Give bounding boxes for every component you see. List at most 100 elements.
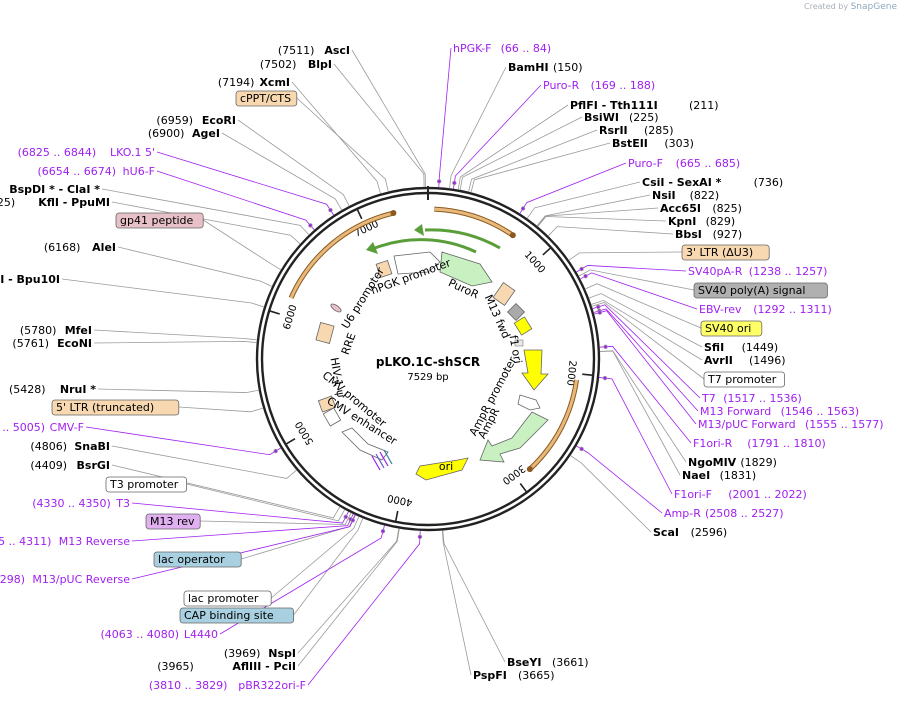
primer-tick-puro-r bbox=[452, 180, 457, 186]
name-pbr322ori-f: pBR322ori-F bbox=[238, 679, 306, 692]
pos-t3: (4330 .. 4350) bbox=[32, 497, 111, 510]
name-nsii: NsiI bbox=[652, 189, 676, 202]
leader-bbsi bbox=[547, 226, 674, 237]
pos-cmv-f: (4985 .. 5005) bbox=[0, 421, 45, 434]
leader-agei bbox=[221, 132, 343, 211]
name-blpi: BlpI bbox=[308, 58, 332, 71]
leader-kpni bbox=[537, 216, 667, 227]
leader-cppt-cts bbox=[296, 97, 389, 192]
ori-arrow bbox=[415, 457, 469, 481]
pos-kpni: (829) bbox=[706, 215, 736, 228]
name-xcmi: XcmI bbox=[259, 76, 290, 89]
name-puro-r: Puro-R bbox=[543, 79, 580, 92]
leader-puro-f bbox=[519, 162, 627, 214]
name-f1ori-f: F1ori-F bbox=[674, 488, 712, 501]
leader-bsiwi bbox=[459, 116, 583, 191]
label-rsrii: RsrII(285) bbox=[599, 124, 674, 137]
label-sv40pa-r: SV40pA-R (1238 .. 1257) bbox=[688, 265, 827, 278]
box-m13-rev bbox=[145, 513, 201, 530]
label-bsiwi: BsiWI(225) bbox=[584, 111, 659, 124]
pos-nspi: (3969) bbox=[224, 647, 261, 660]
pos-ebv-rev: (1292 .. 1311) bbox=[753, 303, 832, 316]
label-hpgk-f: hPGK-F (66 .. 84) bbox=[453, 42, 551, 55]
name-puro-f: Puro-F bbox=[628, 157, 663, 170]
label-lac-promoter: lac promoter bbox=[183, 590, 272, 607]
pos-nrui: (5428) bbox=[9, 383, 46, 396]
pos-hpgk-f: (66 .. 84) bbox=[501, 42, 552, 55]
pos-puro-f: (665 .. 685) bbox=[676, 157, 741, 170]
pos-scai: (2596) bbox=[691, 526, 728, 539]
box-sv40-poly-a-signal bbox=[693, 282, 828, 299]
green-arc-hpgk-head bbox=[366, 242, 378, 254]
cmv-promoter-box bbox=[322, 407, 342, 427]
pos-ngomiv: (1829) bbox=[740, 456, 777, 469]
ampr-promoter-arrow bbox=[517, 394, 541, 411]
pos-m13-puc-reverse: (4276 .. 4298) bbox=[0, 573, 25, 586]
cmv-enhancer-arrow bbox=[341, 427, 389, 461]
orange-arc-top-head bbox=[509, 232, 516, 239]
name-rsrii: RsrII bbox=[599, 124, 628, 137]
name-hu6-f: hU6-F bbox=[123, 165, 155, 178]
pos-lko-1-5: (6825 .. 6844) bbox=[18, 146, 97, 159]
leader-lko-1-5 bbox=[156, 151, 335, 216]
tick-3000 bbox=[519, 483, 527, 493]
label-m13-forward: M13 Forward(1546 .. 1563) bbox=[700, 405, 859, 418]
pos-t7: (1517 .. 1536) bbox=[723, 392, 802, 405]
box-t3-promoter bbox=[105, 476, 187, 493]
box-lac-operator bbox=[153, 551, 242, 568]
name-scai: ScaI bbox=[653, 526, 679, 539]
pos-sv40pa-r: (1238 .. 1257) bbox=[749, 265, 828, 278]
pos-xcmi: (7194) bbox=[218, 76, 255, 89]
feature-label-0: U6 promoter bbox=[339, 265, 387, 331]
name-pflfi-tth111i: PflFI - Tth111I bbox=[570, 99, 658, 112]
name-lko-1-5: LKO.1 5' bbox=[110, 146, 155, 159]
label-xcmi: XcmI (7194) bbox=[218, 76, 290, 89]
label-bsteii: BstEII(303) bbox=[612, 137, 694, 150]
label-l4440: L4440(4063 .. 4080) bbox=[100, 628, 218, 641]
label-m13-rev: M13 rev bbox=[145, 513, 201, 530]
name-econi: EcoNI bbox=[57, 337, 92, 350]
primer-tick-t7 bbox=[595, 304, 601, 310]
leader-amp-r bbox=[576, 445, 663, 514]
label-acc65i: Acc65I (825) bbox=[660, 202, 742, 215]
pos-avrii: (1496) bbox=[749, 354, 786, 367]
box-gp41-peptide bbox=[115, 212, 204, 229]
leader-pflfi-tth111i bbox=[457, 104, 569, 190]
name-ebv-rev: EBV-rev bbox=[699, 303, 742, 316]
name-acc65i: Acc65I bbox=[660, 202, 701, 215]
pos-l4440: (4063 .. 4080) bbox=[100, 628, 179, 641]
pos-bseyi: (3661) bbox=[552, 656, 589, 669]
green-arc-hpgk bbox=[374, 238, 477, 254]
leader-m13-puc-forward bbox=[593, 310, 697, 425]
tick-1000 bbox=[542, 247, 551, 256]
label-cppt-cts: cPPT/CTS bbox=[235, 90, 298, 107]
primer-tick-l4440 bbox=[380, 529, 386, 534]
pos-m13-puc-forward: (1555 .. 1577) bbox=[805, 418, 884, 431]
pos-acc65i: (825) bbox=[712, 202, 742, 215]
orange-arc-left bbox=[289, 211, 394, 299]
name-bspdi-clai: BspDI * - ClaI * bbox=[9, 183, 100, 196]
name-sv40pa-r: SV40pA-R bbox=[688, 265, 743, 278]
label-naei: NaeI(1831) bbox=[682, 469, 756, 482]
box-text-lac-operator: lac operator bbox=[158, 553, 225, 566]
label-bspdi-clai: BspDI * - ClaI *(6614) bbox=[9, 183, 100, 196]
name-hpgk-f: hPGK-F bbox=[453, 42, 491, 55]
pos-blpi: (7502) bbox=[260, 58, 297, 71]
green-arc-puro-head bbox=[414, 224, 424, 236]
name-naei: NaeI bbox=[682, 469, 710, 482]
label-scai: ScaI (2596) bbox=[653, 526, 727, 539]
name-avrii: AvrII bbox=[704, 354, 733, 367]
name-m13-reverse: M13 Reverse bbox=[59, 535, 130, 548]
orange-arc-right bbox=[528, 379, 579, 471]
feature-label-7: ori bbox=[439, 460, 453, 473]
box-text-sv40-ori: SV40 ori bbox=[705, 322, 751, 335]
pos-pspfi: (3665) bbox=[518, 669, 555, 682]
leader-ebv-rev bbox=[580, 272, 698, 310]
box-text-lac-promoter: lac promoter bbox=[188, 592, 259, 605]
name-agei: AgeI bbox=[192, 127, 220, 140]
box-text-5-ltr-truncated: 5' LTR (truncated) bbox=[56, 401, 154, 414]
name-ngomiv: NgoMIV bbox=[688, 456, 737, 469]
name-m13-puc-reverse: M13/pUC Reverse bbox=[32, 573, 130, 586]
name-bsrgi: BsrGI bbox=[77, 459, 110, 472]
